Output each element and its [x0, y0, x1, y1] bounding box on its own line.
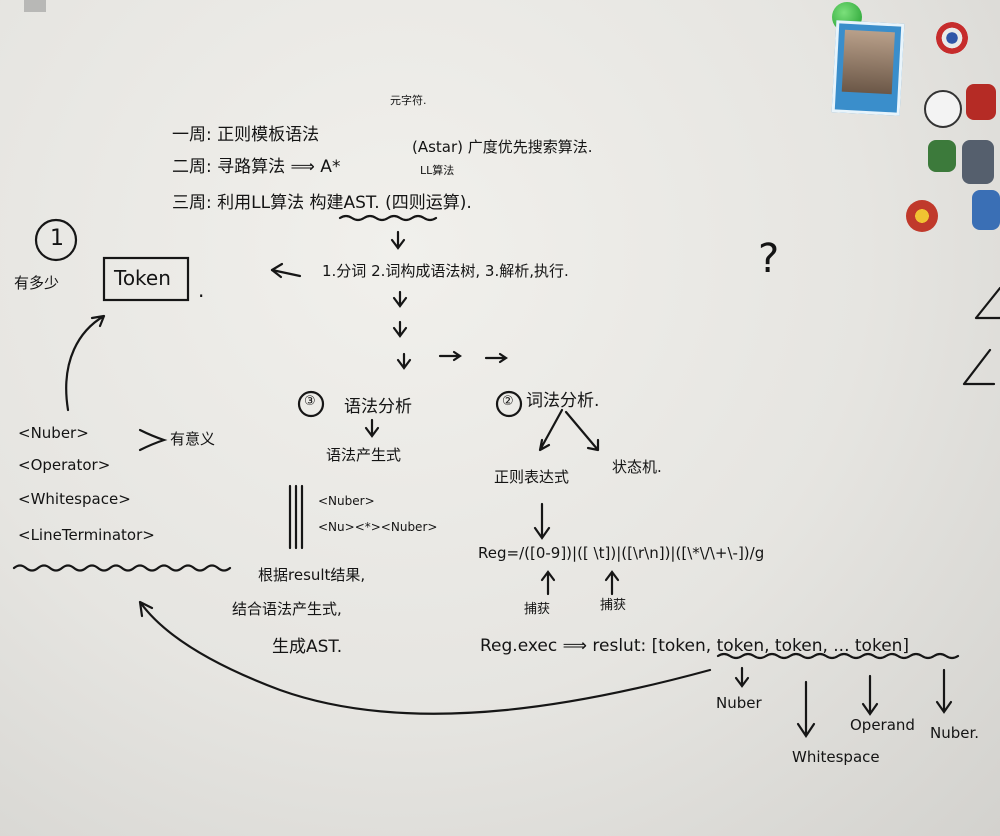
- shield-magnet: [936, 22, 968, 54]
- token-box-dot: .: [198, 278, 205, 302]
- grammar-item: <Nu><*><Nuber>: [318, 520, 438, 534]
- circle-1-label: 1: [50, 226, 64, 251]
- token-box-outline: [102, 256, 190, 302]
- regex-mark: 捕获: [600, 598, 627, 613]
- week2-paren: (Astar) 广度优先搜索算法.: [412, 138, 593, 156]
- week2-line: 二周: 寻路算法 ⟹ A*: [172, 157, 341, 177]
- grammar-note: 根据result结果,: [258, 566, 366, 584]
- figure-magnet: [962, 140, 994, 184]
- step3-sub: 语法产生式: [326, 446, 402, 464]
- result-label: Operand: [850, 716, 915, 734]
- token-list-underline: [12, 564, 232, 572]
- week2-note: LL算法: [420, 164, 455, 177]
- week1-line: 一周: 正则模板语法: [172, 125, 320, 145]
- token-list-item: <Operator>: [18, 456, 111, 474]
- token-list-item: <Whitespace>: [18, 490, 131, 508]
- token-list-item: <LineTerminator>: [18, 526, 155, 544]
- token-list-note: 有意义: [170, 430, 216, 448]
- week1-note: 元字符.: [390, 94, 427, 107]
- regex-mark: 捕获: [524, 602, 551, 617]
- week3-line: 三周: 利用LL算法 构建AST. (四则运算).: [172, 193, 472, 213]
- result-label: Nuber: [716, 694, 762, 712]
- exec-line: Reg.exec ⟹ reslut: [token, token, token,…: [480, 636, 910, 656]
- ast-underline: [338, 214, 438, 222]
- top-edge-marker: [24, 0, 46, 12]
- step2-circle: ②: [502, 394, 514, 409]
- step2-branch-left: 正则表达式: [494, 468, 570, 486]
- regex-line: Reg=/([0-9])|([ \t])|([\r\n])|([\*\/\+\-…: [478, 544, 765, 562]
- figure-magnet: [966, 84, 996, 120]
- left-label: 有多少: [14, 274, 60, 292]
- steps-line: 1.分词 2.词构成语法树, 3.解析,执行.: [322, 262, 569, 280]
- token-box-label: Token: [114, 266, 171, 290]
- grammar-note: 生成AST.: [272, 637, 343, 657]
- step2-title: 词法分析.: [526, 391, 600, 411]
- figure-magnet: [928, 140, 956, 172]
- token-list-item: <Nuber>: [18, 424, 89, 442]
- result-label: Nuber.: [930, 724, 980, 742]
- figure-magnet: [924, 90, 962, 128]
- grammar-note: 结合语法产生式,: [232, 600, 342, 618]
- grammar-item: <Nuber>: [318, 494, 375, 508]
- circle-1-outline: [34, 218, 78, 262]
- ironman-magnet: [906, 200, 938, 232]
- step3-circle: ③: [304, 394, 316, 409]
- question-mark: ?: [758, 236, 780, 282]
- step2-branch-right: 状态机.: [612, 458, 662, 476]
- step3-title: 语法分析: [344, 397, 412, 417]
- result-label: Whitespace: [792, 748, 880, 766]
- figure-magnet: [972, 190, 1000, 230]
